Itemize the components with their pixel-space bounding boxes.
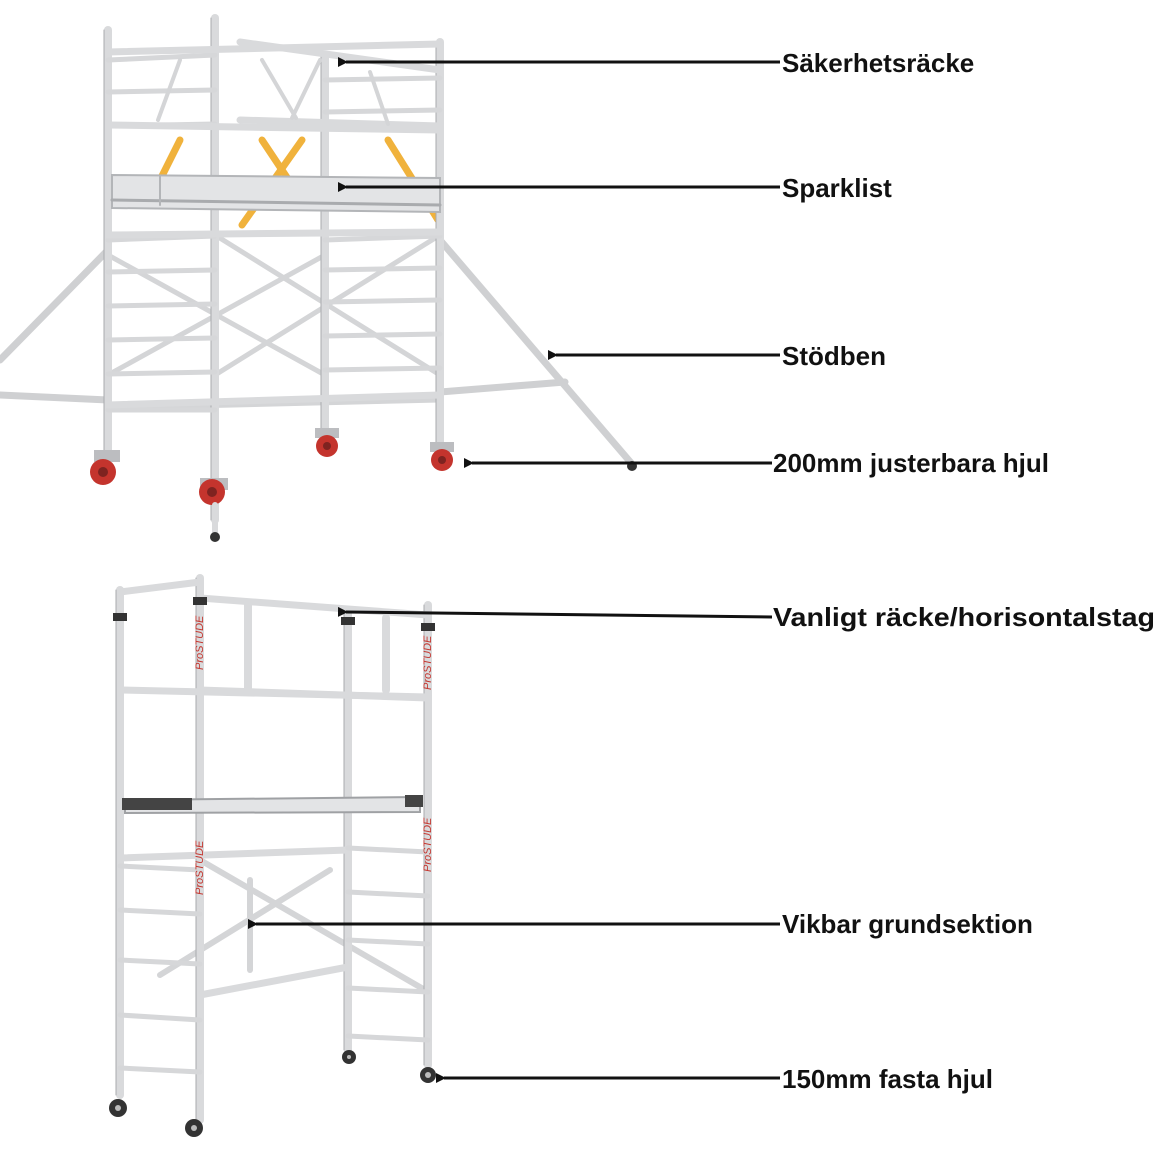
label-vanligt-racke: Vanligt räcke/horisontalstag <box>773 602 1155 632</box>
brand-mark: ProSTUDE <box>422 635 434 690</box>
label-justerbara-hjul: 200mm justerbara hjul <box>773 448 1049 478</box>
wheel-icon <box>315 428 339 457</box>
bottom-wheels <box>109 1050 436 1137</box>
callout-arrows <box>248 57 780 1083</box>
wheel-icon <box>109 1099 127 1117</box>
brand-mark: ProSTUDE <box>194 615 206 670</box>
bottom-platform <box>122 795 423 815</box>
top-wheels <box>90 428 637 542</box>
brand-mark: ProSTUDE <box>422 817 434 872</box>
wheel-icon <box>430 442 454 471</box>
bottom-rungs <box>117 845 431 1075</box>
wheel-icon <box>199 478 228 542</box>
label-sparklist: Sparklist <box>782 173 892 203</box>
bottom-uprights <box>116 574 432 1124</box>
frame-clamps <box>113 597 435 631</box>
outrigger-legs <box>0 236 636 468</box>
brand-mark: ProSTUDE <box>194 840 206 895</box>
top-guardrail <box>104 38 444 409</box>
lower-braces <box>105 232 443 411</box>
label-vikbar-grundsektion: Vikbar grundsektion <box>782 909 1033 939</box>
wheel-icon <box>342 1050 356 1064</box>
arrow-vanligt-racke <box>337 606 773 619</box>
wheel-icon <box>185 1119 203 1137</box>
wheel-icon <box>420 1067 436 1083</box>
platform-deck <box>110 173 442 214</box>
label-stodben: Stödben <box>782 341 886 371</box>
label-fasta-hjul: 150mm fasta hjul <box>782 1064 993 1094</box>
wheel-icon <box>90 450 120 485</box>
label-sakerhetsracke: Säkerhetsräcke <box>782 48 974 78</box>
top-scaffold <box>0 14 637 542</box>
callout-labels: Säkerhetsräcke Sparklist Stödben 200mm j… <box>773 48 1155 1094</box>
bottom-scaffold: ProSTUDE ProSTUDE ProSTUDE ProSTUDE <box>109 574 436 1137</box>
bottom-horizontals <box>116 578 432 999</box>
brand-markings: ProSTUDE ProSTUDE ProSTUDE ProSTUDE <box>194 615 434 895</box>
